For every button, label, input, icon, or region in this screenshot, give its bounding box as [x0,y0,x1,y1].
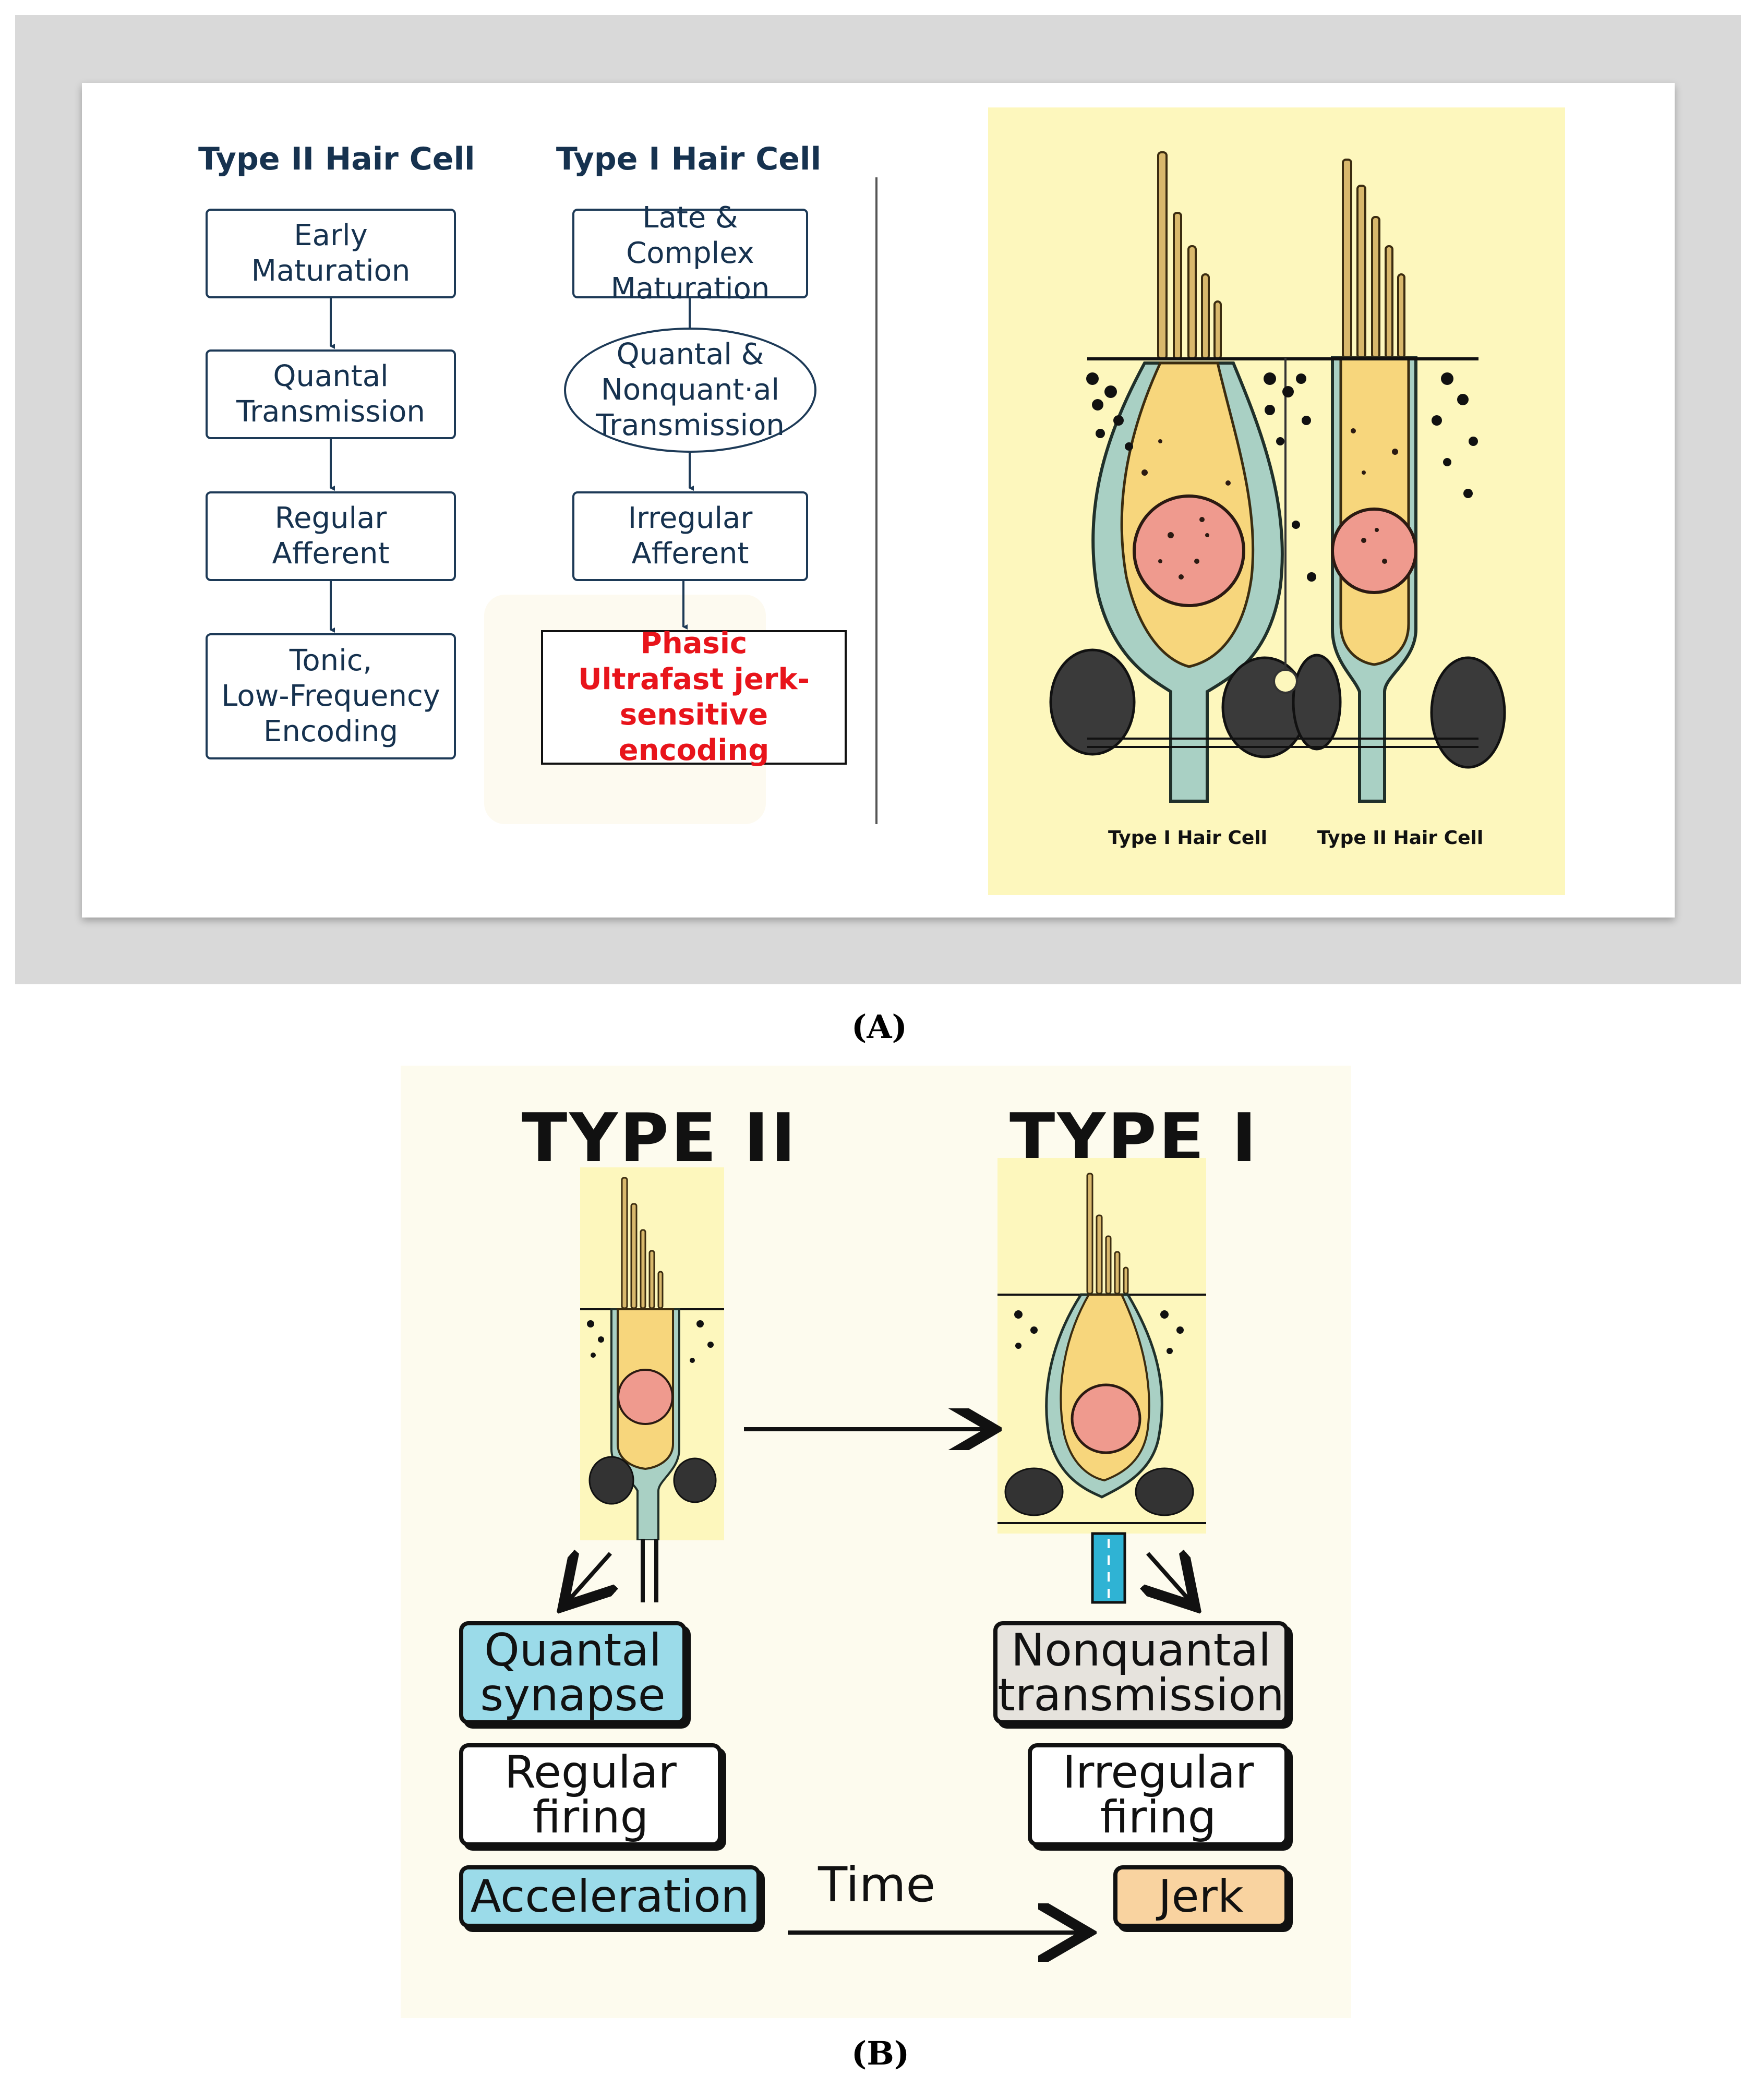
type2-cell-image [580,1167,724,1541]
type2-hair-cell [1331,159,1417,803]
panel-a-caption: (A) [851,1008,907,1046]
flow-arrows [330,298,694,633]
hair-cells-drawing [1049,151,1506,803]
hair-cell-illustration: Type I Hair Cell Type II Hair Cell [988,107,1565,895]
panel-b-arrows [0,1532,1755,2034]
type1-cell-image [997,1158,1206,1534]
type1-cell-drawing [997,1173,1206,1524]
supporting-cell-nuclei [1049,648,1506,769]
type2-title: TYPE II [522,1100,798,1177]
type2-illustration-label: Type II Hair Cell [1317,827,1484,849]
time-label: Time [818,1857,936,1913]
type2-column-title: Type II Hair Cell [198,141,475,177]
type2-to-type1-arrow [744,1408,1002,1450]
jerk-box: Jerk [1113,1865,1289,1928]
acceleration-box: Acceleration [459,1865,761,1928]
type1-hair-cell [1091,151,1284,803]
bouton [1273,669,1298,694]
type2-cell-drawing [580,1177,724,1541]
panel-b-caption: (B) [851,2034,910,2072]
vertical-divider [875,177,877,824]
type1-illustration-label: Type I Hair Cell [1108,827,1267,849]
granule-dots [1086,372,1478,582]
type1-column-title: Type I Hair Cell [556,141,822,177]
